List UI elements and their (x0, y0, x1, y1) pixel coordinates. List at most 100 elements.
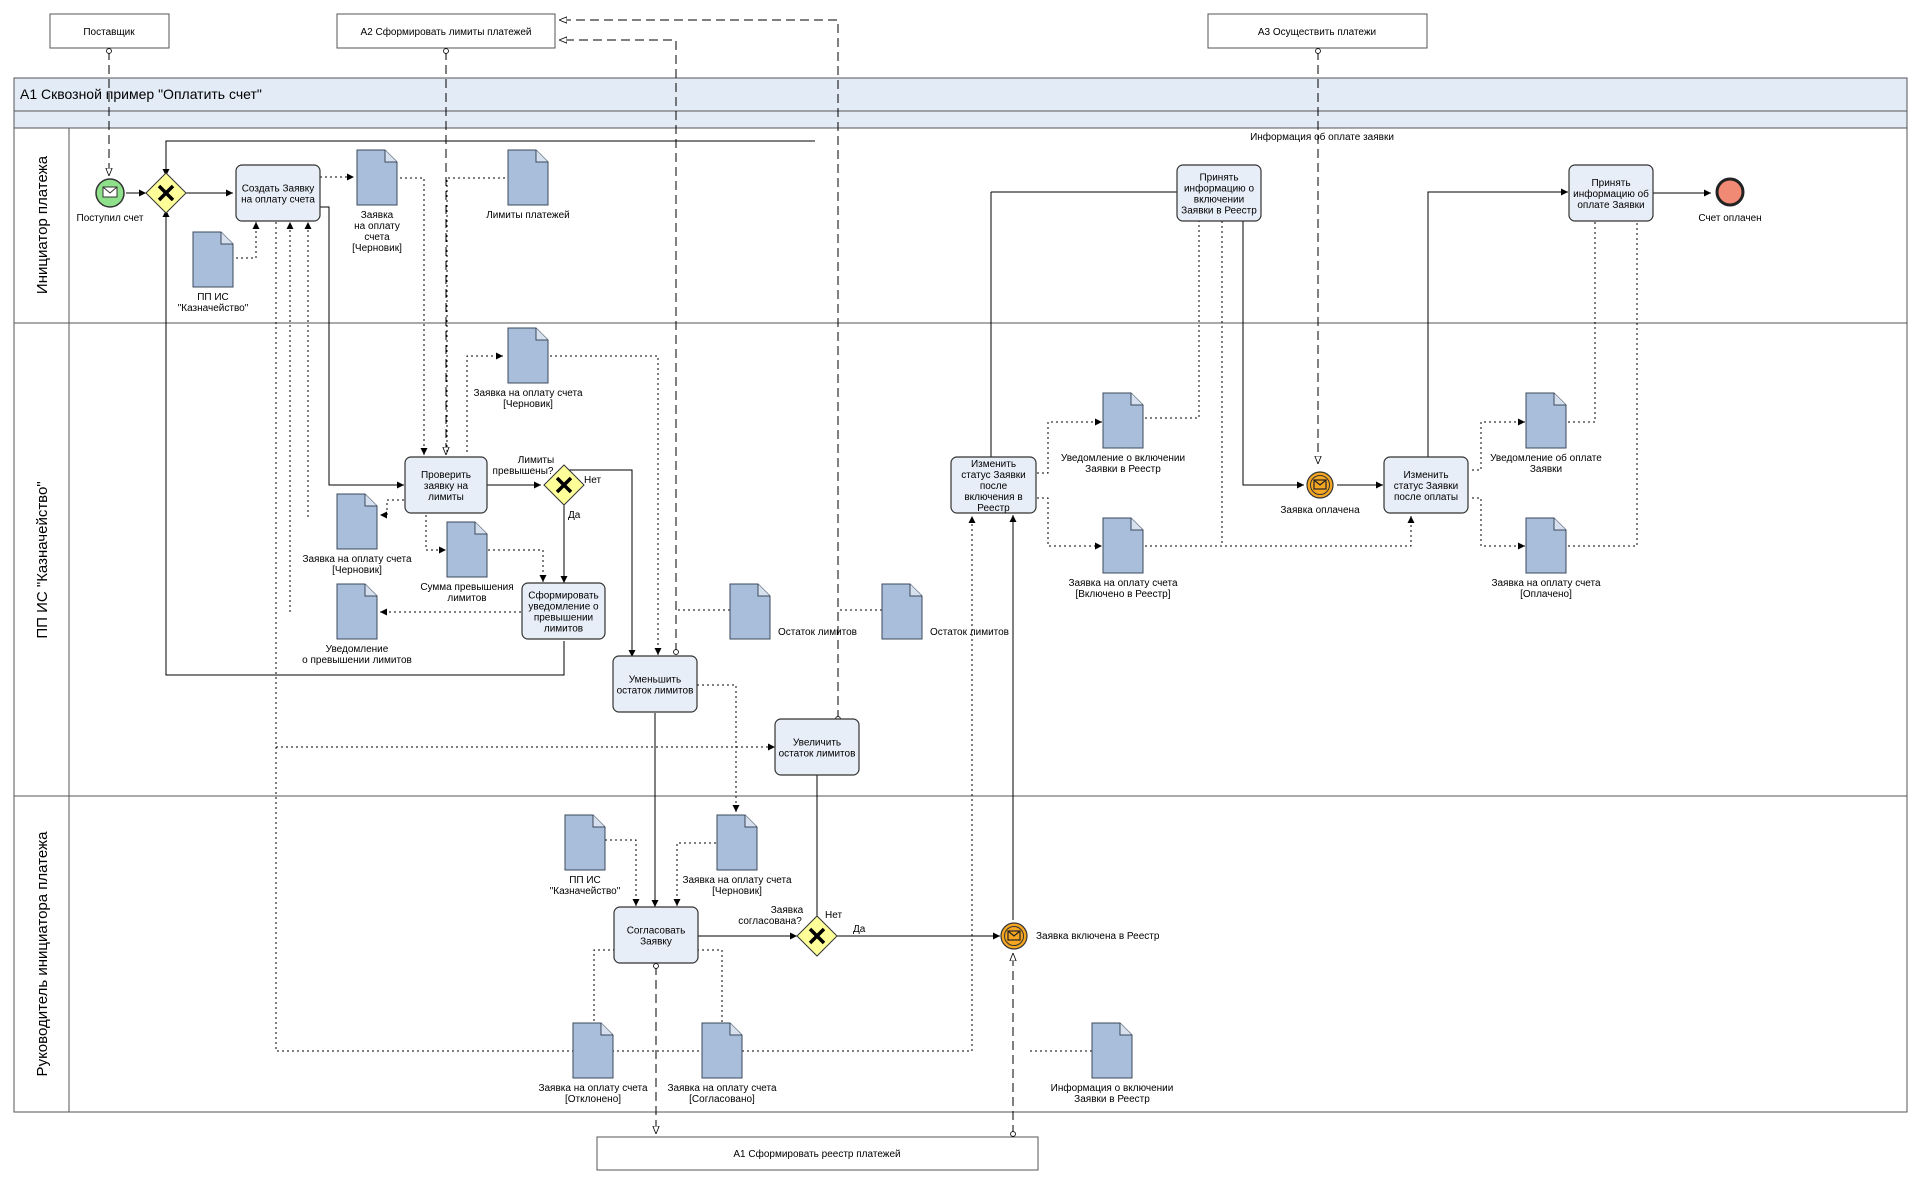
document-icon (336, 493, 378, 550)
document-label-line: Заявки (1530, 464, 1562, 475)
approved-no-label: Нет (825, 910, 842, 921)
registry-event-label: Заявка включена в Реестр (1036, 931, 1160, 942)
gateway-approved[interactable] (796, 915, 838, 957)
document-label-line: Уведомление (326, 644, 389, 655)
document-label-line: Заявка на оплату счета (473, 388, 583, 399)
document-label-line: ПП ИС (569, 875, 601, 886)
task-label-line: Создать Заявку (242, 184, 315, 195)
task-label-line: после (980, 481, 1008, 492)
document-label-line: Уведомление об оплате (1490, 452, 1602, 464)
limits-question-line2: превышены? (493, 466, 554, 477)
limits-yes-label: Да (568, 510, 581, 521)
document-label-line: Заявка на оплату счета (1068, 578, 1178, 589)
task-label-line: Сформировать (528, 590, 599, 602)
document-label-line: "Казначейство" (550, 886, 621, 897)
end-event[interactable] (1715, 177, 1745, 207)
a2-box (336, 13, 556, 49)
approved-question-line1: Заявка (771, 905, 804, 916)
task-label-line: заявку на (424, 481, 469, 492)
doc-draft-top[interactable]: Заявка на оплату счета[Черновик] (473, 327, 583, 410)
document-label-line: Заявка на оплату счета (538, 1083, 648, 1094)
document-icon (1102, 392, 1144, 449)
task-label-line: Принять (1591, 178, 1630, 189)
doc-treasury-system-1[interactable]: ПП ИС"Казначейство" (178, 231, 249, 314)
doc-treasury-system-2[interactable]: ПП ИС"Казначейство" (550, 814, 621, 897)
task-label-line: лимиты (428, 492, 464, 503)
document-icon (192, 231, 234, 288)
document-icon (729, 583, 771, 640)
document-label-line: [Отклонено] (565, 1094, 621, 1105)
doc-rejected[interactable]: Заявка на оплату счета[Отклонено] (538, 1022, 648, 1105)
document-label-line: Сумма превышения (420, 582, 513, 593)
gateway-merge[interactable] (145, 172, 187, 214)
document-icon (1525, 517, 1567, 574)
task-label-line: Принять (1199, 173, 1238, 184)
paid-event[interactable] (1306, 471, 1334, 499)
document-icon (356, 149, 398, 206)
task-label-line: информацию об (1573, 188, 1649, 200)
document-label-line: Заявка (361, 210, 394, 221)
pool-title: А1 Сквозной пример "Оплатить счет" (20, 86, 262, 102)
doc-paid[interactable]: Заявка на оплату счета[Оплачено] (1491, 517, 1601, 600)
doc-included-registry[interactable]: Заявка на оплату счета[Включено в Реестр… (1068, 517, 1178, 600)
task-label-line: остаток лимитов (617, 686, 694, 697)
document-label-line: на оплату (354, 221, 400, 232)
task-label-line: статус Заявки (1394, 481, 1458, 492)
doc-draft-left[interactable]: Заявка на оплату счета[Черновик] (302, 493, 412, 576)
document-label-line: Заявки в Реестр (1074, 1094, 1150, 1105)
document-icon (446, 521, 488, 578)
gateway-limits[interactable] (543, 464, 585, 506)
doc-draft-bottom[interactable]: Заявка на оплату счета[Черновик] (682, 814, 792, 897)
task-label-line: Заявку (640, 937, 672, 948)
doc-limits-rest-1[interactable]: Остаток лимитов (729, 583, 857, 640)
task-label-line: включении (1194, 195, 1244, 206)
gateways: Лимиты превышены? Нет Да Заявка согласов… (145, 172, 866, 957)
document-label-line: Заявка на оплату счета (667, 1083, 777, 1094)
sequence-flows (126, 140, 1711, 940)
a1-box (596, 1136, 1039, 1171)
document-label-line: [Согласовано] (689, 1094, 755, 1105)
a2-label: А2 Сформировать лимиты платежей (360, 26, 531, 38)
task-label-line: Согласовать (627, 926, 686, 937)
document-label-line: [Черновик] (352, 243, 402, 254)
doc-limits-rest-2[interactable]: Остаток лимитов (881, 583, 1009, 640)
start-event[interactable] (95, 178, 125, 208)
supplier-label: Поставщик (83, 27, 135, 38)
registry-event[interactable] (1000, 922, 1028, 950)
document-label-line: Уведомление о включении (1061, 453, 1185, 464)
document-label-line: Заявка на оплату счета (682, 875, 792, 886)
document-label-line: [Оплачено] (1520, 589, 1572, 600)
envelope-icon (102, 186, 118, 198)
task-label-line: включения в (964, 492, 1022, 503)
document-label-line: Остаток лимитов (930, 627, 1009, 638)
task-label-line: на оплату счета (241, 195, 315, 206)
document-icon (881, 583, 923, 640)
document-label-line: ПП ИС (197, 292, 229, 303)
document-label-line: [Включено в Реестр] (1075, 589, 1170, 600)
doc-payment-limits[interactable]: Лимиты платежей (486, 149, 570, 221)
limits-question-line1: Лимиты (518, 455, 554, 466)
doc-approved[interactable]: Заявка на оплату счета[Согласовано] (667, 1022, 777, 1105)
document-label-line: Заявка на оплату счета (302, 554, 412, 565)
task-label-line: остаток лимитов (779, 749, 856, 760)
limits-no-label: Нет (584, 475, 601, 486)
